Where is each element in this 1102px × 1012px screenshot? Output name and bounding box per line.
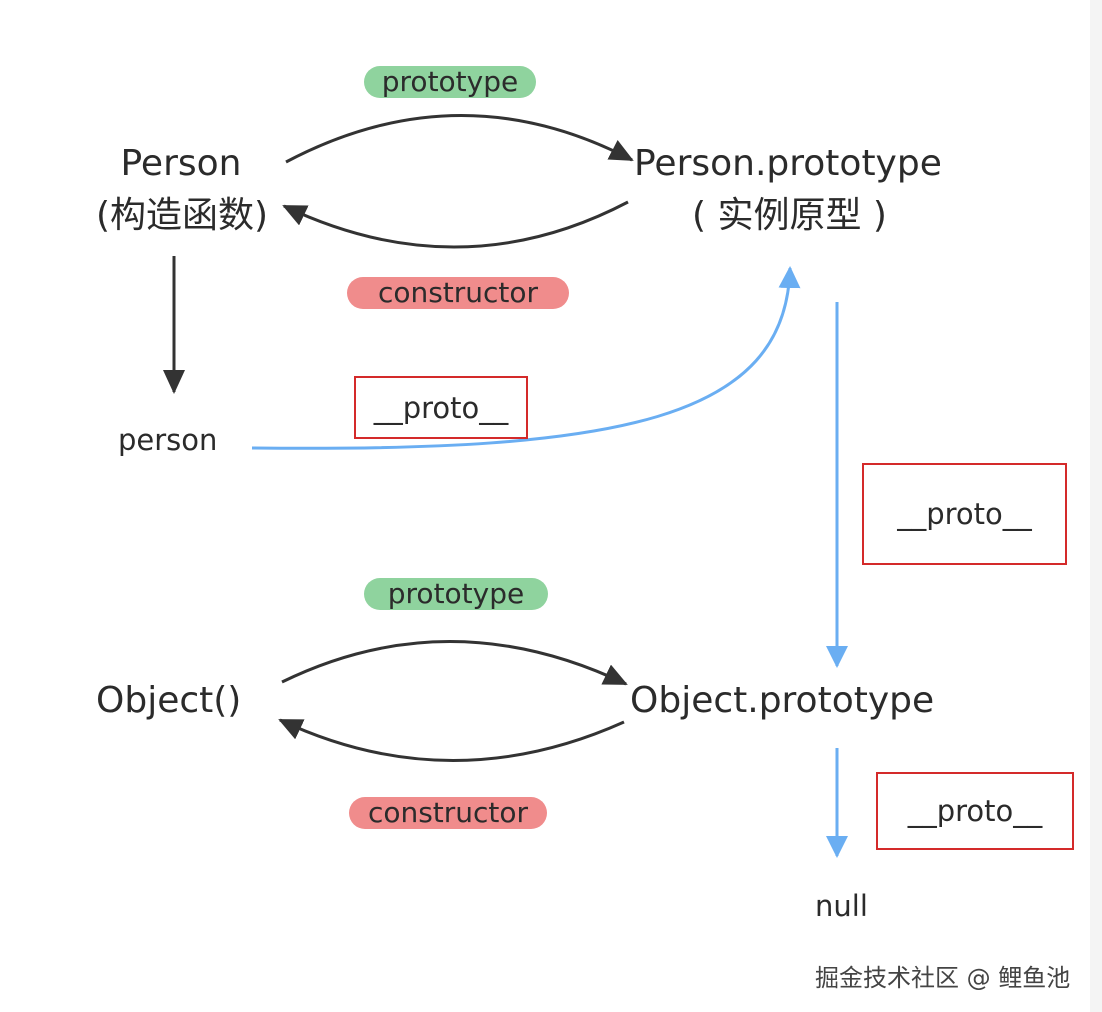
right-edge-strip — [1090, 0, 1102, 1012]
proto-box-person: __proto__ — [354, 376, 528, 439]
proto-box-person-prototype: __proto__ — [862, 463, 1067, 565]
arrow-object-prototype — [281, 640, 628, 686]
person-constructor-title: Person — [120, 143, 242, 184]
object-constructor: Object() — [96, 680, 242, 721]
arrow-person-constructor — [282, 200, 629, 249]
person-constructor-subtitle: (构造函数) — [95, 195, 269, 236]
proto-box-object-prototype: __proto__ — [876, 772, 1074, 850]
prototype-label-top: prototype — [364, 66, 536, 98]
arrow-instance-proto — [251, 266, 801, 450]
arrow-object-constructor — [278, 718, 625, 762]
constructor-label-bottom: constructor — [349, 797, 547, 829]
constructor-label-top: constructor — [347, 277, 569, 309]
person-prototype-title: Person.prototype — [634, 143, 942, 184]
person-prototype-subtitle: ( 实例原型 ) — [692, 195, 887, 236]
null-node: null — [815, 889, 868, 923]
person-instance: person — [118, 423, 218, 457]
object-prototype: Object.prototype — [630, 680, 935, 721]
arrow-person-prototype — [285, 114, 634, 164]
prototype-label-bottom: prototype — [364, 578, 548, 610]
watermark: 掘金技术社区 @ 鲤鱼池 — [815, 964, 1071, 992]
